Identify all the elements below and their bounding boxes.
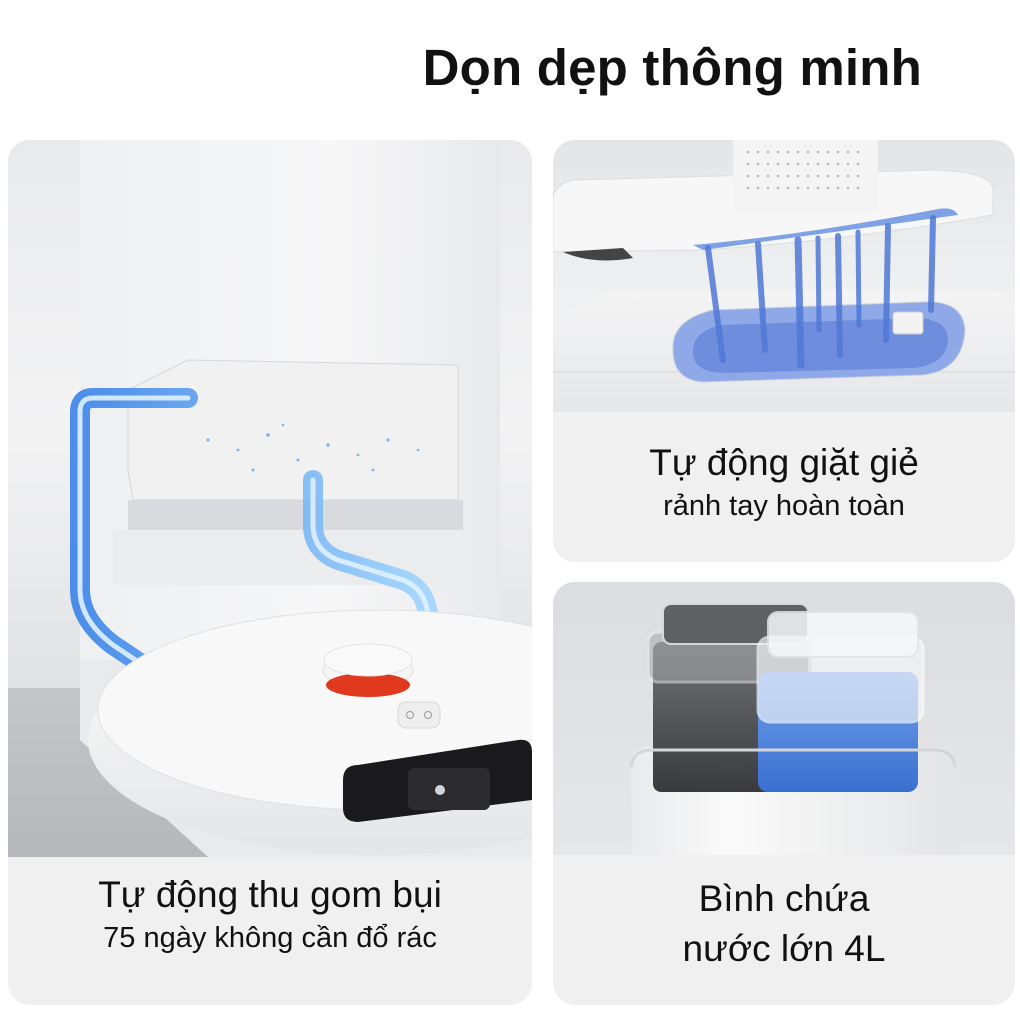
water-tank-image [553, 582, 1015, 855]
caption-sub: rảnh tay hoàn toàn [663, 490, 905, 522]
feature-card-dust-collection: Tự động thu gom bụi 75 ngày không cần đổ… [8, 140, 532, 1005]
caption-main: Bình chứa [698, 878, 870, 919]
robot-dock-image [8, 140, 532, 857]
water-tank-illustration [629, 603, 957, 855]
dust-collection-caption: Tự động thu gom bụi 75 ngày không cần đổ… [8, 872, 532, 958]
caption-main: Tự động giặt giẻ [649, 442, 919, 483]
page-title: Dọn dẹp thông minh [422, 39, 922, 96]
mop-washing-illustration [553, 140, 1015, 412]
caption-main: Tự động thu gom bụi [98, 874, 442, 915]
caption-sub: 75 ngày không cần đổ rác [103, 922, 437, 954]
feature-card-water-tank: Bình chứa nước lớn 4L [553, 582, 1015, 1005]
caption-sub: nước lớn 4L [682, 928, 886, 969]
mop-washing-caption: Tự động giặt giẻ rảnh tay hoàn toàn [553, 440, 1015, 526]
robot-dock-illustration [8, 140, 532, 857]
feature-card-mop-washing: Tự động giặt giẻ rảnh tay hoàn toàn [553, 140, 1015, 562]
water-tank-caption: Bình chứa nước lớn 4L [553, 874, 1015, 974]
mop-washing-image [553, 140, 1015, 412]
